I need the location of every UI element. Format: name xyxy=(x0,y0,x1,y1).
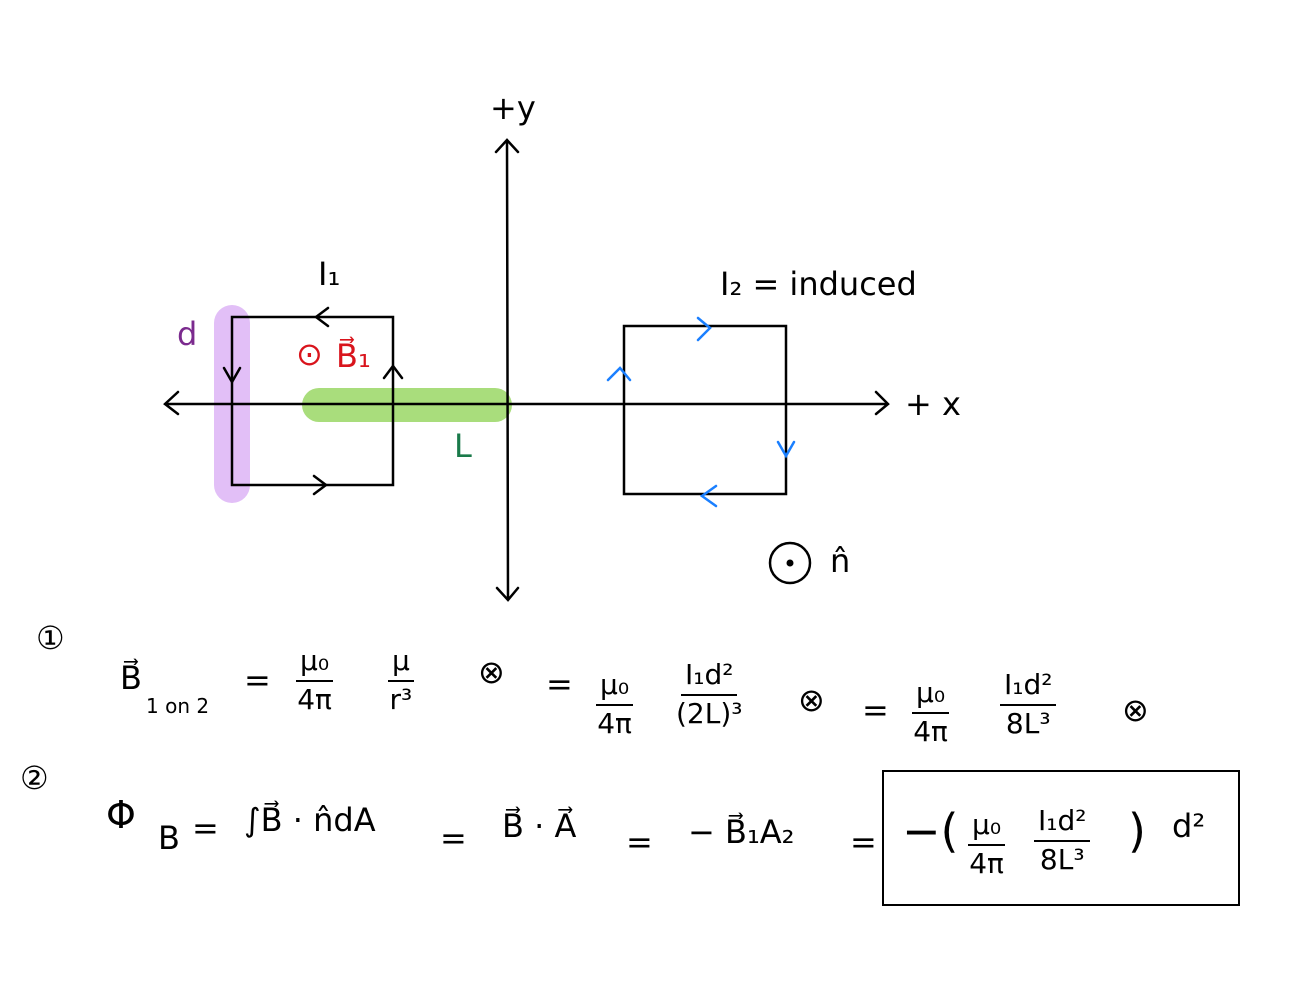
answer-open: −( xyxy=(902,804,959,858)
x-axis-label: + x xyxy=(905,385,961,423)
numerator: I₁d² xyxy=(1000,669,1057,706)
denominator: 4π xyxy=(969,846,1004,880)
denominator: r³ xyxy=(389,682,413,716)
loop-2-current-label: I₂ = induced xyxy=(720,265,917,303)
eq1-lhs-subscript: 1 on 2 xyxy=(146,694,210,718)
eq2-flux-subscript: B xyxy=(158,819,180,857)
y-axis xyxy=(494,138,520,602)
eq2-equals-2: = xyxy=(440,819,467,857)
normal-circle-icon xyxy=(768,541,812,585)
answer-close: ) xyxy=(1128,804,1146,858)
eq2-dot-product: B⃗ · A⃗ xyxy=(502,807,577,845)
eq1-lhs: B⃗ xyxy=(120,659,142,697)
denominator: 8L³ xyxy=(1005,706,1051,740)
denominator: 8L³ xyxy=(1039,842,1085,876)
L-label: L xyxy=(454,427,472,465)
denominator: 4π xyxy=(297,682,332,716)
loop-1 xyxy=(230,315,395,487)
eq2-equals-4: = xyxy=(850,823,877,861)
denominator: 4π xyxy=(913,714,948,748)
loop-2-arrows xyxy=(606,316,796,508)
eq1-number: ① xyxy=(36,619,65,657)
eq1-into-page-icon-2: ⊗ xyxy=(798,681,825,719)
eq2-integral: ∫B⃗ · n̂dA xyxy=(244,801,376,839)
normal-dot-icon xyxy=(786,559,794,567)
eq1-equals-2: = xyxy=(546,665,573,703)
eq1-into-page-icon-1: ⊗ xyxy=(478,653,505,691)
eq1-equals-3: = xyxy=(862,691,889,729)
eq2-equals-1: = xyxy=(192,809,219,847)
eq2-number: ② xyxy=(20,759,49,797)
loop-2 xyxy=(622,324,788,496)
eq1-into-page-icon-3: ⊗ xyxy=(1122,691,1149,729)
numerator: I₁d² xyxy=(1034,805,1091,842)
numerator: μ₀ xyxy=(596,669,634,706)
numerator: μ₀ xyxy=(296,645,334,682)
eq2-product: − B⃗₁A₂ xyxy=(688,813,795,851)
loop-1-current-label: I₁ xyxy=(318,255,341,293)
d-label: d xyxy=(177,315,198,353)
normal-label: n̂ xyxy=(830,542,851,580)
b-field-label: B⃗₁ xyxy=(336,337,371,375)
answer-tail: d² xyxy=(1172,807,1206,845)
y-axis-label: +y xyxy=(490,89,536,127)
numerator: μ xyxy=(388,645,414,682)
denominator: (2L)³ xyxy=(676,696,743,730)
x-axis xyxy=(163,390,890,416)
numerator: I₁d² xyxy=(681,659,738,696)
numerator: μ₀ xyxy=(968,809,1006,846)
eq1-fraction-4: I₁d²(2L)³ xyxy=(676,659,743,730)
eq2-equals-3: = xyxy=(626,823,653,861)
numerator: μ₀ xyxy=(912,677,950,714)
denominator: 4π xyxy=(597,706,632,740)
eq1-equals-1: = xyxy=(244,661,271,699)
answer-box xyxy=(882,770,1240,906)
loop-1-arrows xyxy=(222,306,404,496)
b-field-out-icon: ⊙ xyxy=(296,335,323,373)
eq2-flux-symbol: Φ xyxy=(106,793,136,837)
